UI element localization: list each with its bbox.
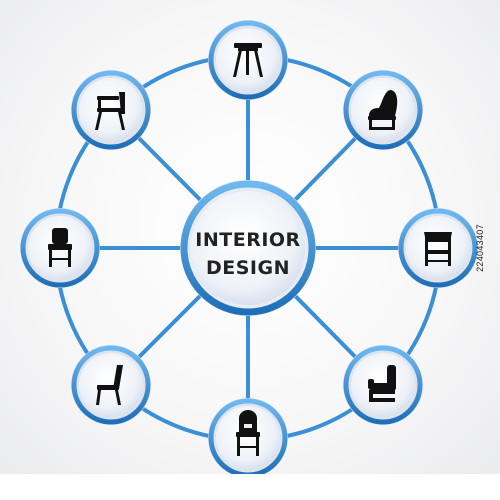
node-bottom-left bbox=[71, 345, 151, 425]
node-top-right bbox=[343, 70, 423, 150]
bar-stool-icon bbox=[233, 43, 263, 77]
node-left bbox=[20, 208, 100, 288]
center-title-line2: DESIGN bbox=[206, 257, 290, 279]
node-bottom-right bbox=[343, 345, 423, 425]
dining-chair-icon bbox=[236, 410, 260, 456]
lounge-chair-icon bbox=[368, 90, 398, 130]
node-top bbox=[208, 20, 288, 100]
office-chair-icon bbox=[95, 92, 125, 130]
side-chair-icon bbox=[48, 228, 72, 267]
stock-id-label: 224043407 bbox=[475, 224, 485, 272]
node-bottom bbox=[208, 398, 288, 478]
armchair-icon bbox=[368, 365, 396, 402]
node-top-left bbox=[71, 70, 151, 150]
center-node: INTERIOR DESIGN bbox=[180, 180, 316, 316]
slanted-chair-icon bbox=[96, 365, 123, 405]
node-right bbox=[398, 208, 478, 288]
stock-footer-bar bbox=[0, 474, 500, 500]
center-title-line1: INTERIOR bbox=[195, 229, 300, 251]
folding-chair-icon bbox=[424, 232, 452, 266]
